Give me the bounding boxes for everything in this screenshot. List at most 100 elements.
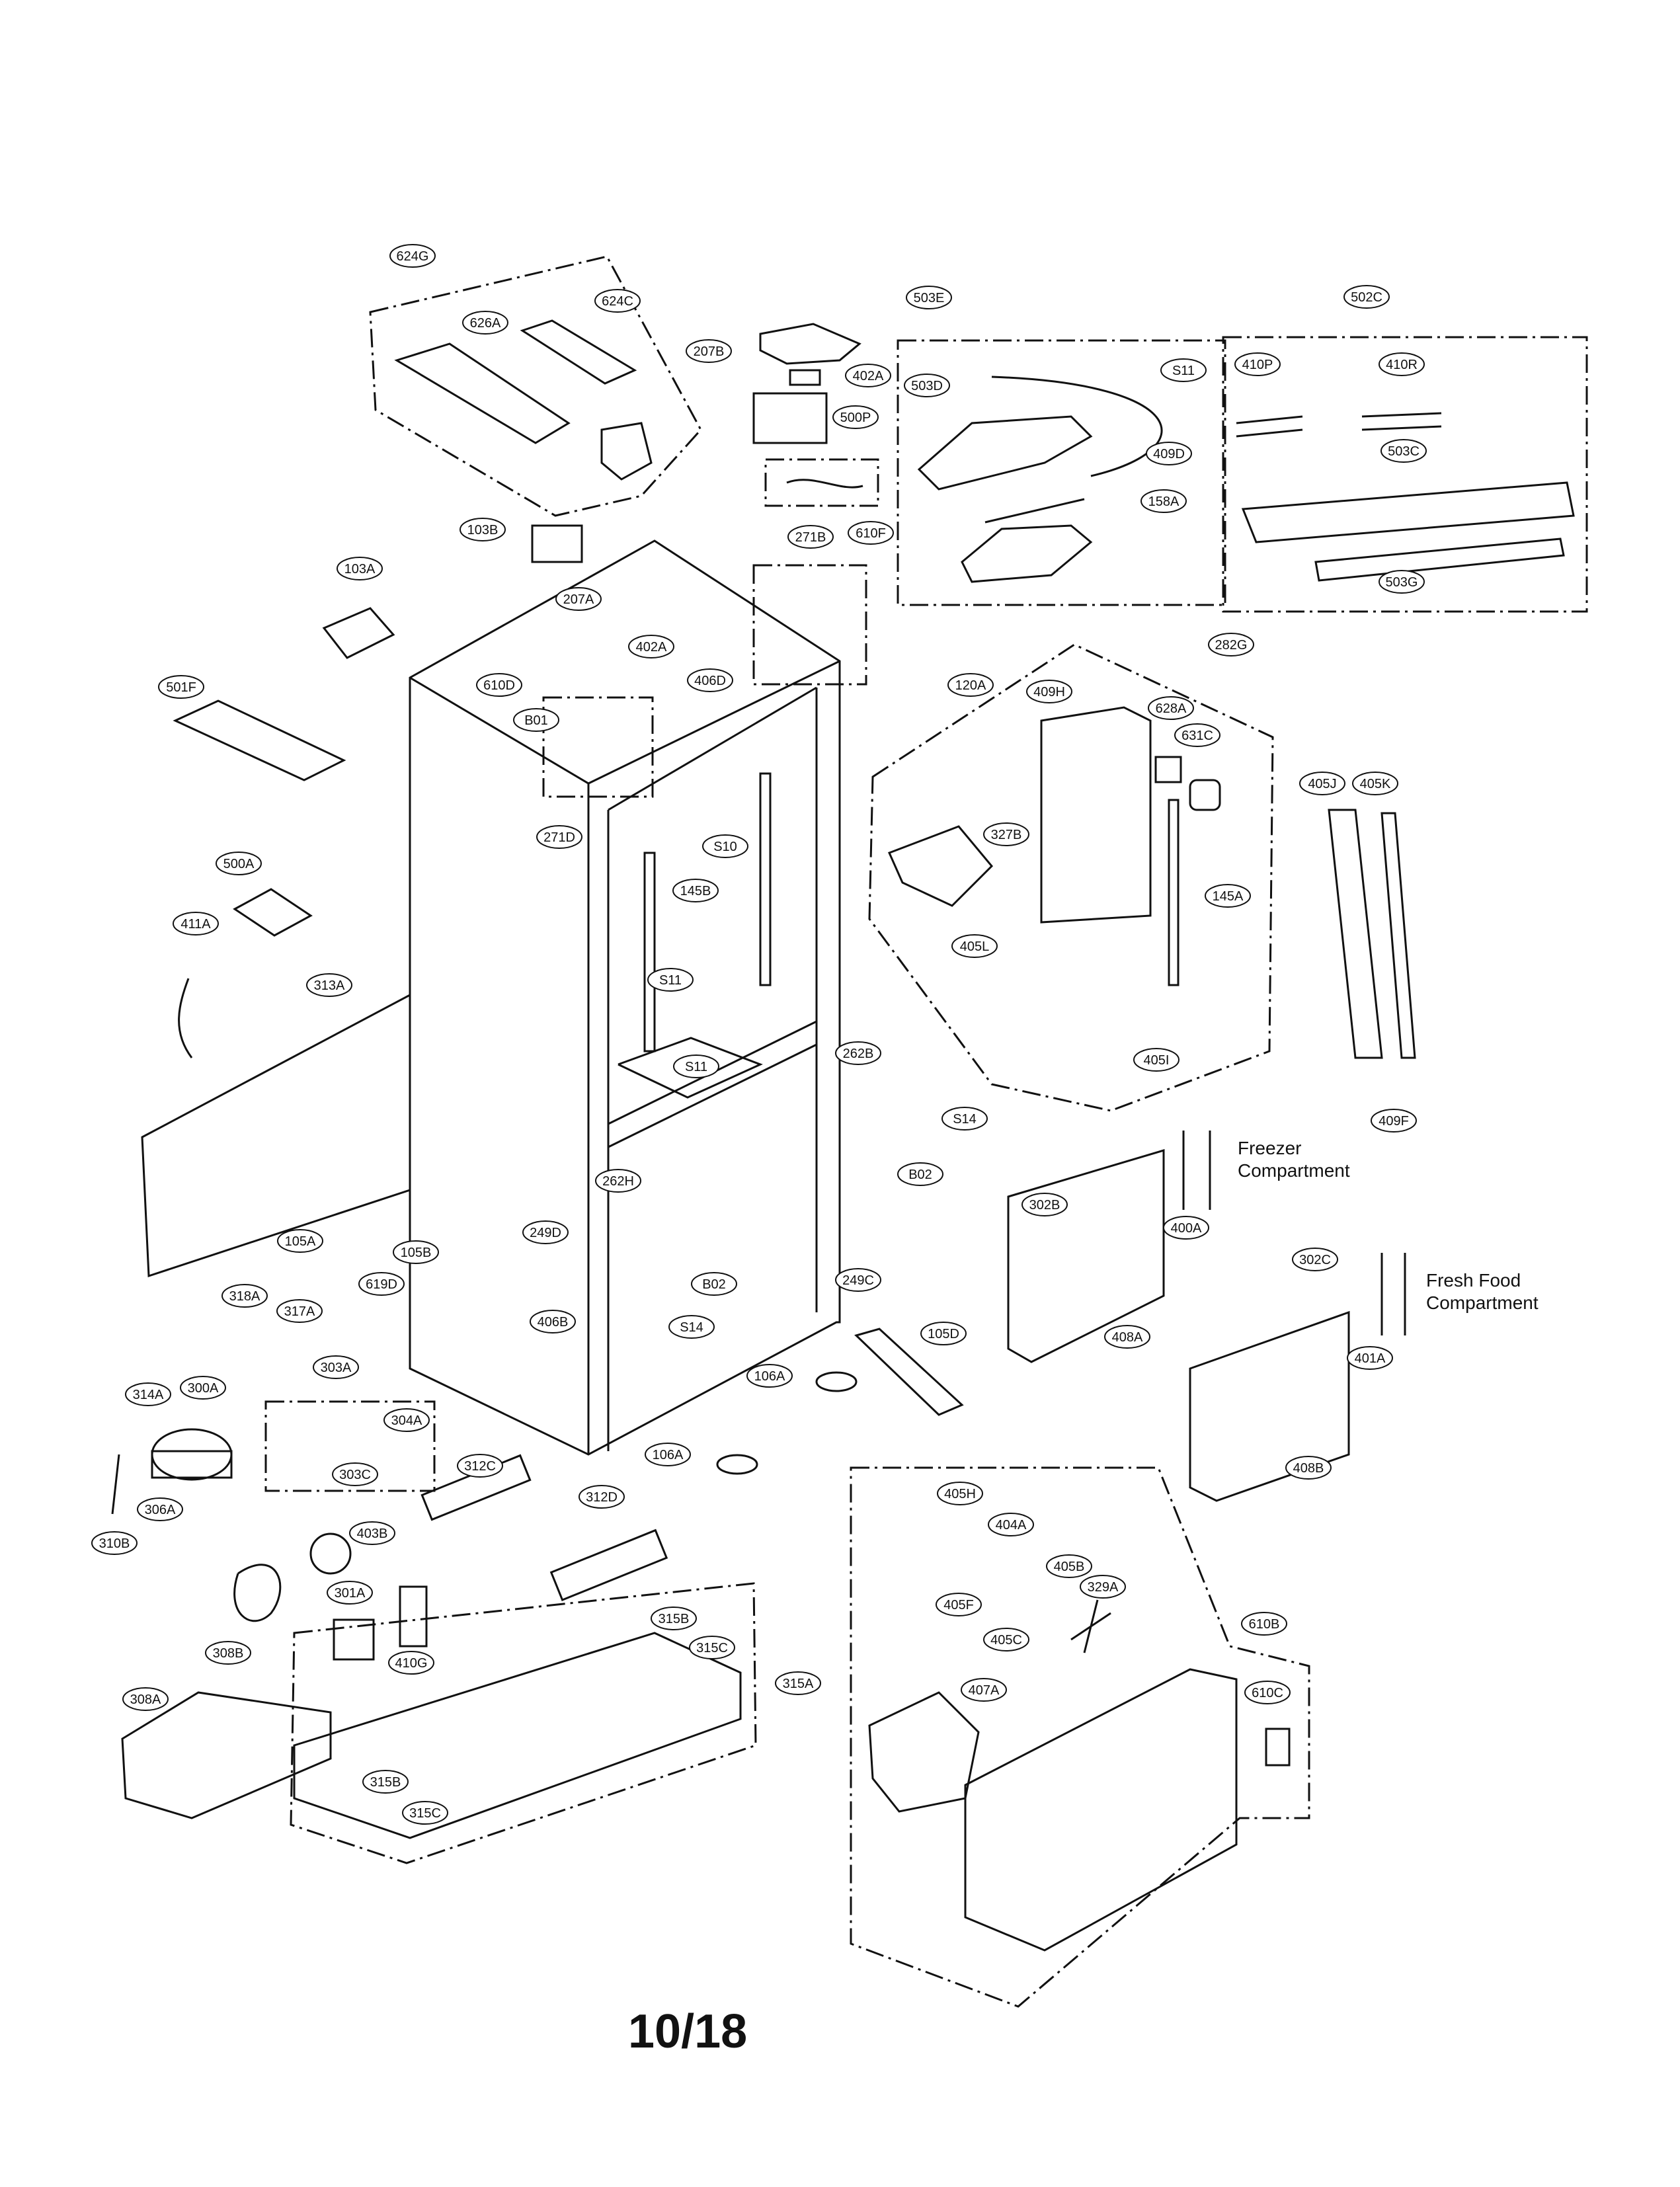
part-403B-motor [309,1532,352,1575]
callout-oval [1292,1248,1338,1271]
callout-oval [388,1651,434,1675]
part-callout: 103B [460,518,506,541]
part-callout: B01 [513,708,559,732]
part-callout: 410R [1379,352,1425,376]
part-callout: 402A [628,635,674,658]
callout-oval [595,1169,641,1193]
part-number-label: B01 [524,713,548,728]
callout-oval [530,1310,576,1333]
part-number-label: 303A [321,1361,352,1375]
part-callout: 626A [462,311,508,335]
part-number-label: 315C [409,1806,441,1821]
part-105D-bracket [854,1328,964,1416]
part-callout: S14 [668,1315,715,1339]
group-624G-outline [369,255,702,517]
part-number-label: 318A [229,1289,260,1304]
part-callout: 106A [645,1443,691,1466]
part-400A-heater [1182,1131,1211,1210]
part-callout: 409F [1371,1109,1417,1133]
part-number-label: 310B [99,1536,130,1551]
part-callout: 301A [327,1581,373,1605]
callout-oval [579,1485,625,1509]
part-callout: 271B [787,525,834,549]
callout-oval [1371,1109,1417,1133]
group-610B-outline [850,1466,1310,2008]
callout-oval [1380,439,1427,463]
callout-oval [937,1482,983,1505]
part-callout: 327B [983,822,1029,846]
callout-oval [628,635,674,658]
part-number-label: 262H [602,1174,634,1189]
callout-oval [687,668,733,692]
callout-oval [536,825,582,849]
callout-oval [1285,1456,1332,1480]
group-120A-outline [868,643,1274,1112]
part-407A-fan-shroud [868,1691,980,1813]
part-callout: 411A [173,912,219,935]
callout-oval [1379,352,1425,376]
callout-oval [897,1162,943,1186]
part-number-label: 158A [1148,495,1180,509]
callout-oval [983,822,1029,846]
part-500A-board [233,888,313,937]
fresh-food-caption: Fresh Food Compartment [1426,1269,1539,1314]
callout-oval [832,405,879,429]
part-405J-gasket [1328,809,1383,1059]
part-number-label: 314A [133,1388,164,1402]
part-callout: 312C [457,1454,503,1478]
callout-oval [513,708,559,732]
part-number-label: 207B [694,344,725,359]
part-number-label: S11 [685,1060,707,1074]
cabinet [409,539,841,1456]
part-callout: 145B [672,879,719,902]
part-number-label: 312C [464,1459,496,1474]
callout-oval [1234,352,1281,376]
part-103B-cover [531,524,583,563]
part-callout: 408B [1285,1456,1332,1480]
part-callout: 315B [362,1770,409,1794]
callout-oval [221,1284,268,1308]
part-callout: 628A [1148,696,1194,720]
part-number-label: S10 [713,840,737,854]
part-callout: 500P [832,405,879,429]
part-number-label: 619D [366,1277,397,1292]
part-503D-housing [917,415,1093,491]
part-callout: 315A [775,1671,821,1695]
group-502C-outline [1222,336,1588,613]
part-callout: 318A [221,1284,268,1308]
part-number-label: 405H [944,1487,976,1501]
callout-oval [205,1641,251,1665]
callout-oval [668,1315,715,1339]
part-callout: 405B [1046,1554,1092,1578]
line-art [111,255,1588,2008]
part-callout: 315C [689,1636,735,1659]
callout-oval [180,1376,226,1400]
callout-oval [313,1355,359,1379]
part-callout: 303C [332,1462,378,1486]
part-callout: 158A [1140,489,1187,513]
part-number-label: 411A [180,917,211,932]
part-callout: 308B [205,1641,251,1665]
callout-oval [651,1607,697,1630]
part-callout: 306A [137,1497,183,1521]
callout-oval [1046,1554,1092,1578]
callout-oval [277,1229,323,1253]
part-callout: 271D [536,825,582,849]
callout-oval [173,912,219,935]
part-callout: 315C [402,1801,448,1825]
callout-oval [746,1364,793,1388]
part-number-label: 403B [357,1527,388,1541]
part-callout: 409H [1026,680,1072,703]
callout-oval [327,1581,373,1605]
part-callout: 503D [904,374,950,397]
part-329A-fan [1070,1599,1111,1653]
part-callout: 405F [936,1593,982,1616]
part-number-label: 405K [1360,777,1391,791]
callout-oval [1244,1681,1291,1704]
callout-oval [389,244,436,268]
part-number-label: 408A [1112,1330,1143,1345]
part-callout: 408A [1104,1325,1150,1349]
part-500P-board [752,392,828,444]
callout-oval [848,521,894,545]
part-number-label: 409H [1033,685,1065,699]
